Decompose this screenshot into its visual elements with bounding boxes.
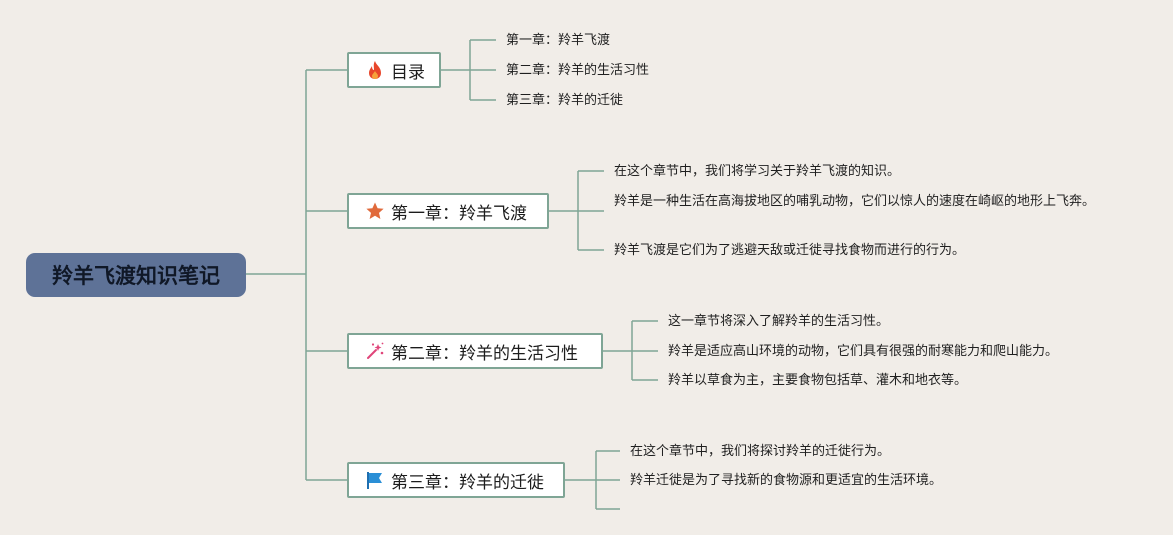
sparkle-wand-icon bbox=[365, 341, 385, 361]
branch-chapter-3[interactable]: 第三章：羚羊的迁徙 bbox=[347, 462, 565, 498]
toc-item-3[interactable]: 第三章：羚羊的迁徙 bbox=[506, 93, 624, 108]
chapter-2-item-2[interactable]: 羚羊是适应高山环境的动物，它们具有很强的耐寒能力和爬山能力。 bbox=[668, 344, 1059, 359]
chapter-1-item-2[interactable]: 羚羊是一种生活在高海拔地区的哺乳动物，它们以惊人的速度在崎岖的地形上飞奔。 bbox=[614, 194, 1096, 209]
branch-chapter-2-label: 第二章：羚羊的生活习性 bbox=[391, 343, 578, 364]
toc-item-2[interactable]: 第二章：羚羊的生活习性 bbox=[506, 63, 650, 78]
fire-icon bbox=[365, 60, 385, 80]
flag-icon bbox=[365, 470, 385, 490]
branch-toc[interactable]: 目录 bbox=[347, 52, 441, 88]
branch-chapter-1[interactable]: 第一章：羚羊飞渡 bbox=[347, 193, 549, 229]
branch-chapter-1-label: 第一章：羚羊飞渡 bbox=[391, 203, 527, 224]
chapter-3-item-1[interactable]: 在这个章节中，我们将探讨羚羊的迁徙行为。 bbox=[630, 444, 891, 459]
chapter-1-item-1[interactable]: 在这个章节中，我们将学习关于羚羊飞渡的知识。 bbox=[614, 164, 901, 179]
chapter-2-item-1[interactable]: 这一章节将深入了解羚羊的生活习性。 bbox=[668, 314, 890, 329]
star-icon bbox=[365, 201, 385, 221]
branch-toc-label: 目录 bbox=[391, 62, 425, 83]
chapter-3-item-2[interactable]: 羚羊迁徙是为了寻找新的食物源和更适宜的生活环境。 bbox=[630, 473, 943, 488]
chapter-2-item-3[interactable]: 羚羊以草食为主，主要食物包括草、灌木和地衣等。 bbox=[668, 373, 968, 388]
branch-chapter-3-label: 第三章：羚羊的迁徙 bbox=[391, 472, 544, 493]
branch-chapter-2[interactable]: 第二章：羚羊的生活习性 bbox=[347, 333, 603, 369]
root-topic[interactable]: 羚羊飞渡知识笔记 bbox=[26, 253, 246, 297]
root-title: 羚羊飞渡知识笔记 bbox=[52, 264, 220, 288]
chapter-1-item-3[interactable]: 羚羊飞渡是它们为了逃避天敌或迁徙寻找食物而进行的行为。 bbox=[614, 243, 966, 258]
toc-item-1[interactable]: 第一章：羚羊飞渡 bbox=[506, 33, 611, 48]
